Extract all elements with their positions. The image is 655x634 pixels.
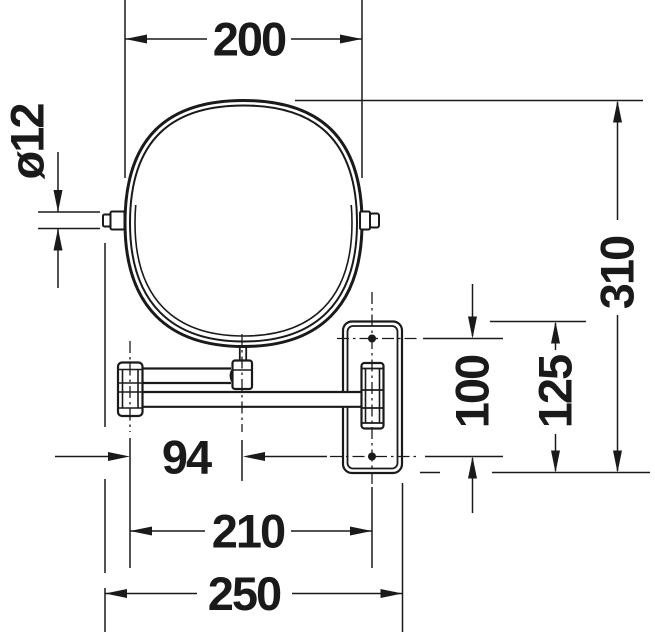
mounting-hole-bottom xyxy=(368,452,376,461)
arm-upper-bar xyxy=(141,367,234,385)
dimension-overall-height: 310 xyxy=(591,100,644,473)
mirror-outer-outline xyxy=(123,98,364,349)
mounting-holes xyxy=(368,334,376,461)
mirror-pivot-pin-right xyxy=(359,210,380,231)
arrowhead xyxy=(125,34,147,44)
dimension-mirror-width: 200 xyxy=(125,13,362,66)
arrowhead xyxy=(340,34,362,44)
arrowhead xyxy=(551,321,560,344)
arm-lower-bar xyxy=(142,390,366,408)
dimension-label: 310 xyxy=(591,236,644,309)
dimension-label: 100 xyxy=(446,355,499,428)
dimension-hole-spacing: 100 xyxy=(446,284,499,513)
extension-lines xyxy=(38,0,650,632)
mirror-head xyxy=(123,98,364,349)
arrowhead xyxy=(380,589,403,598)
arrowhead xyxy=(53,228,63,251)
mirror-pivot-pin-left xyxy=(102,210,126,231)
dimension-arm-pivot-offset: 94 xyxy=(55,431,327,484)
dimension-overall-depth: 250 xyxy=(105,567,403,620)
dimension-label: 200 xyxy=(213,13,286,66)
arrowhead xyxy=(551,450,560,473)
arrowhead xyxy=(130,526,152,536)
dimension-label: 125 xyxy=(529,355,582,428)
arrowhead xyxy=(105,589,127,598)
arrowhead xyxy=(53,190,63,212)
arrowhead xyxy=(350,526,372,536)
arrowhead xyxy=(613,100,622,123)
arrowhead xyxy=(613,450,622,473)
arrowhead xyxy=(108,452,130,461)
dimension-label: 94 xyxy=(162,431,212,484)
arm-hinge-block xyxy=(360,361,385,430)
dimension-label: 210 xyxy=(212,505,285,558)
mounting-hole-top xyxy=(368,334,376,343)
arrowhead xyxy=(243,452,265,461)
arrowhead xyxy=(468,456,477,479)
dimension-wall-plate-height: 125 xyxy=(529,321,582,473)
dimension-pin-diameter: ø12 xyxy=(1,104,63,288)
dimension-label: ø12 xyxy=(1,104,54,180)
mirror-glass-outline xyxy=(134,205,353,337)
arrowhead xyxy=(468,316,477,339)
mirror-inner-outline xyxy=(128,104,359,343)
dimension-arm-reach: 210 xyxy=(130,505,372,558)
dimension-label: 250 xyxy=(208,567,281,620)
